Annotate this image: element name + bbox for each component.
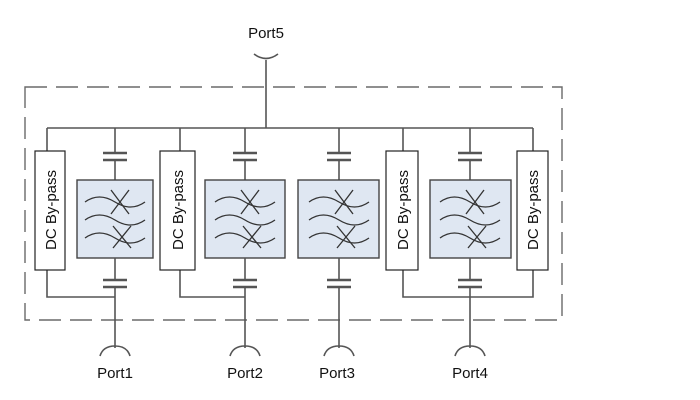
bottom-rails: [46, 270, 534, 298]
bypass-label-2: DC By-pass: [170, 170, 187, 250]
bypass-block-2: DC By-pass: [159, 128, 196, 271]
port5-label: Port5: [248, 25, 284, 42]
filter-branch-4: [429, 128, 512, 357]
bypass-block-3: DC By-pass: [385, 128, 419, 271]
bypass-label-4: DC By-pass: [525, 170, 542, 250]
filter-branch-1: [76, 128, 154, 357]
filter-branch-3: [297, 128, 380, 357]
bypass-label-3: DC By-pass: [395, 170, 412, 250]
port5-antenna: [253, 53, 279, 128]
port2-label: Port2: [227, 365, 263, 382]
dashed-enclosure: [24, 86, 563, 321]
bypass-block-4: DC By-pass: [516, 128, 549, 271]
port1-antenna: [99, 345, 131, 357]
port3-antenna: [323, 345, 355, 357]
port4-antenna: [454, 345, 486, 357]
port1-label: Port1: [97, 365, 133, 382]
port4-label: Port4: [452, 365, 488, 382]
port2-antenna: [229, 345, 261, 357]
filter-branch-2: [204, 128, 286, 357]
bypass-label-1: DC By-pass: [43, 170, 60, 250]
bypass-block-1: DC By-pass: [34, 128, 66, 271]
port3-label: Port3: [319, 365, 355, 382]
